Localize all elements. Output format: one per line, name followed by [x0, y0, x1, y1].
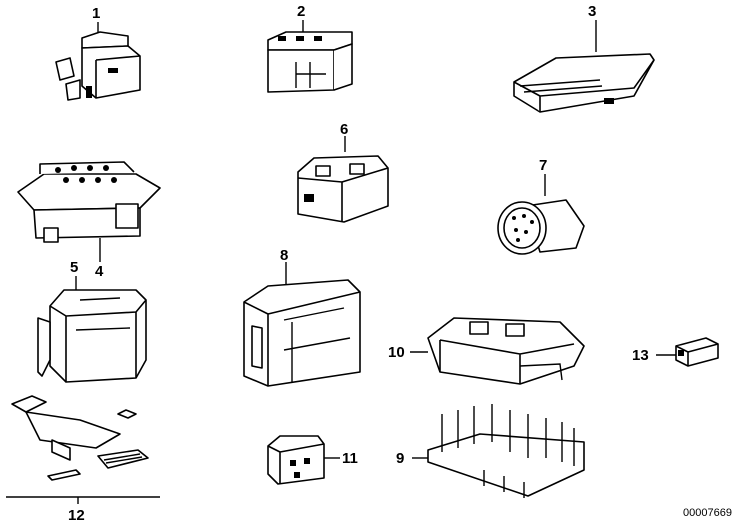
part-12-kit	[6, 395, 160, 504]
part-1-relay	[55, 22, 141, 101]
part-11-label: 11	[342, 450, 358, 467]
part-9-label: 9	[396, 450, 404, 467]
part-11-cube	[267, 435, 340, 485]
part-7-round	[497, 174, 585, 255]
part-5-label: 5	[70, 259, 78, 276]
part-13-label: 13	[632, 347, 649, 364]
part-7-label: 7	[539, 157, 547, 174]
part-4-label: 4	[95, 263, 104, 280]
part-10-label: 10	[388, 344, 405, 361]
part-9-pin-carrier	[412, 404, 585, 498]
part-10-relay-base	[410, 317, 585, 385]
part-6-connector	[297, 136, 389, 223]
part-3-module	[513, 20, 655, 113]
reference-number: 00007669	[683, 507, 732, 519]
part-1-label: 1	[92, 5, 100, 22]
part-2-label: 2	[297, 3, 305, 20]
part-8-label: 8	[280, 247, 288, 264]
part-5-cover	[37, 276, 147, 383]
part-12-label: 12	[68, 507, 85, 524]
part-6-label: 6	[340, 121, 348, 138]
part-2-connector	[267, 20, 353, 93]
part-3-label: 3	[588, 3, 596, 20]
part-13-flat-plug	[656, 337, 719, 367]
part-8-housing	[243, 262, 361, 387]
part-4-multipin	[17, 161, 161, 262]
